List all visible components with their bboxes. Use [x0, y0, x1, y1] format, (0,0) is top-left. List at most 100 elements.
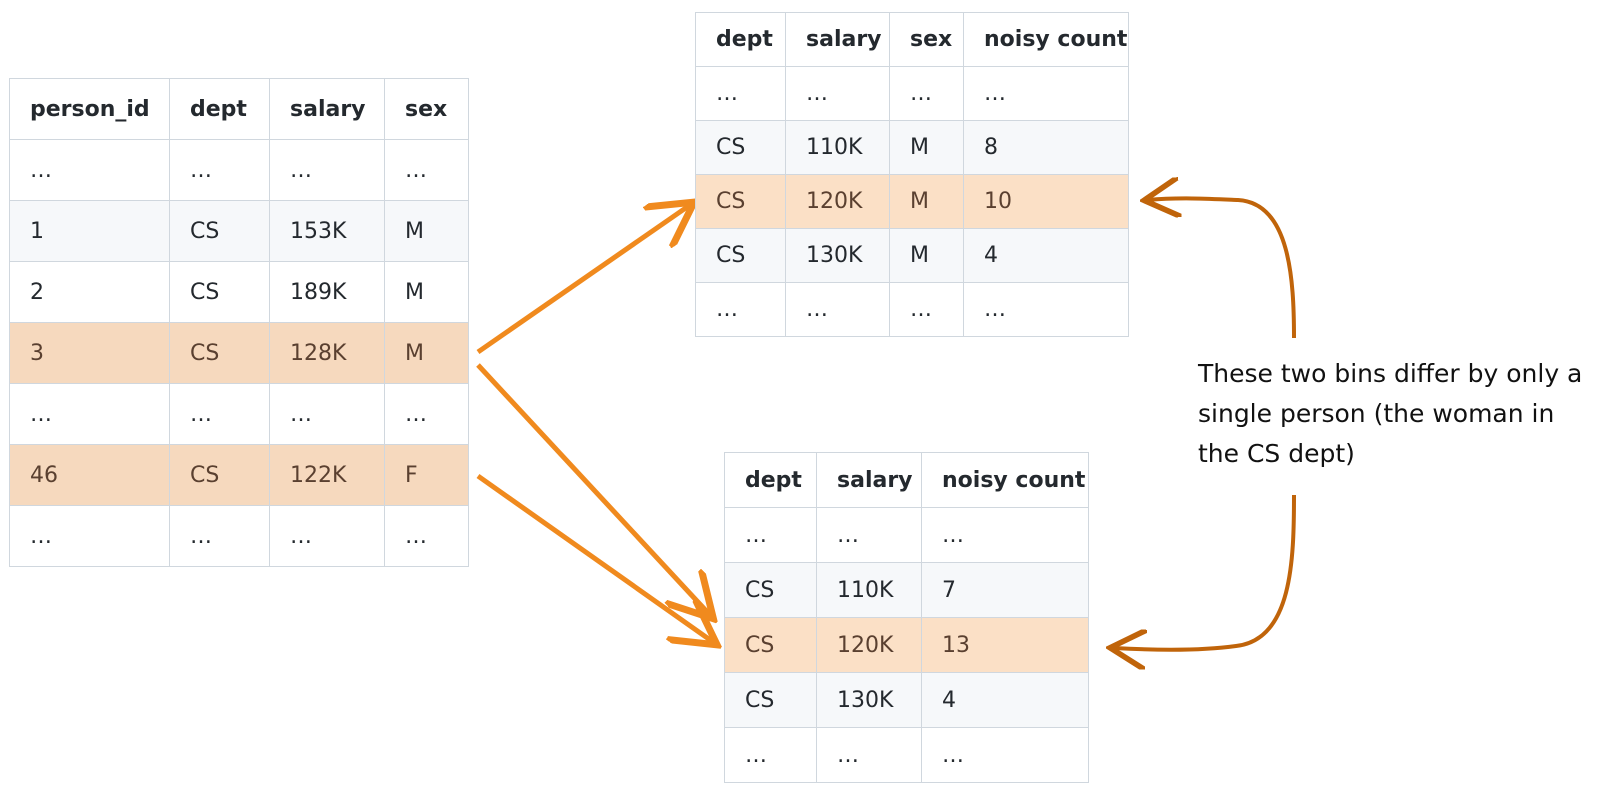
cell: CS	[724, 562, 817, 618]
cell: 120K	[816, 617, 922, 673]
cell: 7	[921, 562, 1089, 618]
cell: M	[889, 120, 964, 175]
header-cell: dept	[724, 452, 817, 508]
table-row: … … … …	[695, 282, 1129, 337]
cell: CS	[724, 617, 817, 673]
header-cell: sex	[889, 12, 964, 67]
cell: …	[384, 139, 469, 201]
table-header-row: dept salary sex noisy count	[695, 12, 1129, 67]
cell: …	[695, 282, 786, 337]
cell: 128K	[269, 322, 385, 384]
cell: M	[889, 174, 964, 229]
cell: 13	[921, 617, 1089, 673]
person-table: person_id dept salary sex … … … … 1 CS 1…	[9, 78, 469, 567]
cell: …	[169, 139, 270, 201]
cell: …	[921, 507, 1089, 563]
table-row: 2 CS 189K M	[9, 261, 469, 323]
cell: 130K	[816, 672, 922, 728]
cell: …	[724, 507, 817, 563]
table-row: CS 110K M 8	[695, 120, 1129, 175]
cell: 110K	[785, 120, 890, 175]
cell: 2	[9, 261, 170, 323]
cell: …	[963, 282, 1129, 337]
highlighted-row: CS 120K M 10	[695, 174, 1129, 229]
table-header-row: dept salary noisy count	[724, 452, 1089, 508]
cell: CS	[695, 120, 786, 175]
cell: …	[963, 66, 1129, 121]
cell: …	[785, 66, 890, 121]
cell: 3	[9, 322, 170, 384]
highlighted-row: CS 120K 13	[724, 617, 1089, 673]
cell: …	[169, 383, 270, 445]
cell: 130K	[785, 228, 890, 283]
highlighted-row: 46 CS 122K F	[9, 444, 469, 506]
cell: 4	[921, 672, 1089, 728]
cell: …	[921, 727, 1089, 783]
cell: 8	[963, 120, 1129, 175]
header-cell: salary	[816, 452, 922, 508]
cell: …	[269, 139, 385, 201]
header-cell: dept	[695, 12, 786, 67]
cell: CS	[169, 444, 270, 506]
cell: M	[384, 322, 469, 384]
cell: CS	[724, 672, 817, 728]
cell: 1	[9, 200, 170, 262]
cell: 4	[963, 228, 1129, 283]
header-cell: salary	[785, 12, 890, 67]
table-row: … … … …	[695, 66, 1129, 121]
bracket-arrow-to-top-bin	[1148, 198, 1296, 339]
header-cell: dept	[169, 78, 270, 140]
cell: F	[384, 444, 469, 506]
cell: M	[889, 228, 964, 283]
cell: …	[889, 66, 964, 121]
cell: …	[9, 383, 170, 445]
table-row: … … …	[724, 507, 1089, 563]
header-cell: noisy count	[963, 12, 1129, 67]
highlighted-row: 3 CS 128K M	[9, 322, 469, 384]
table-row: 1 CS 153K M	[9, 200, 469, 262]
table-row: … … … …	[9, 505, 469, 567]
cell: …	[9, 505, 170, 567]
cell: …	[269, 505, 385, 567]
cell: CS	[169, 261, 270, 323]
header-cell: salary	[269, 78, 385, 140]
cell: …	[384, 505, 469, 567]
cell: 110K	[816, 562, 922, 618]
table-row: … … … …	[9, 139, 469, 201]
binned-table-without-sex: dept salary noisy count … … … CS 110K 7 …	[724, 452, 1089, 783]
table-row: … … …	[724, 727, 1089, 783]
binned-table-with-sex: dept salary sex noisy count … … … … CS 1…	[695, 12, 1129, 337]
cell: CS	[695, 228, 786, 283]
annotation-text: These two bins differ by only a single p…	[1198, 359, 1583, 468]
table-row: … … … …	[9, 383, 469, 445]
table-row: CS 110K 7	[724, 562, 1089, 618]
cell: …	[695, 66, 786, 121]
cell: M	[384, 261, 469, 323]
header-cell: noisy count	[921, 452, 1089, 508]
arrow-row3-to-top-table	[476, 205, 690, 355]
cell: CS	[169, 200, 270, 262]
cell: …	[816, 507, 922, 563]
arrow-row3-to-bottom-table	[476, 363, 710, 615]
cell: 153K	[269, 200, 385, 262]
cell: CS	[695, 174, 786, 229]
cell: 46	[9, 444, 170, 506]
cell: M	[384, 200, 469, 262]
cell: CS	[169, 322, 270, 384]
arrow-row46-to-bottom-table	[476, 473, 713, 642]
bracket-arrow-to-bottom-bin	[1114, 494, 1296, 650]
table-row: CS 130K M 4	[695, 228, 1129, 283]
cell: …	[9, 139, 170, 201]
cell: …	[384, 383, 469, 445]
cell: 122K	[269, 444, 385, 506]
table-header-row: person_id dept salary sex	[9, 78, 469, 140]
cell: …	[785, 282, 890, 337]
cell: …	[169, 505, 270, 567]
cell: …	[816, 727, 922, 783]
cell: 10	[963, 174, 1129, 229]
table-row: CS 130K 4	[724, 672, 1089, 728]
cell: 189K	[269, 261, 385, 323]
cell: …	[724, 727, 817, 783]
cell: …	[889, 282, 964, 337]
